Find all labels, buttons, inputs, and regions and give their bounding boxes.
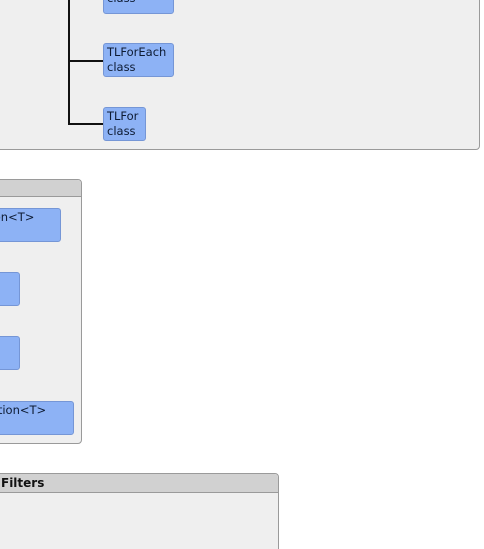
interface-node-label: eration<T> xyxy=(0,403,47,417)
class-node-name: TLFor xyxy=(107,109,139,123)
interface-node-label: on xyxy=(0,274,15,289)
interfaces-panel: ation<T> on on eration<T> xyxy=(0,179,82,444)
panel-header xyxy=(0,180,81,197)
class-node-tlfor[interactable]: TLFor class xyxy=(103,107,146,141)
interface-node[interactable]: ation<T> xyxy=(0,208,61,242)
class-node-tlforeach[interactable]: TLForEach class xyxy=(103,43,174,77)
tree-branch-line xyxy=(68,60,104,62)
filters-panel-title: Filters xyxy=(0,474,278,493)
tree-branch-line xyxy=(68,123,104,125)
interface-node-label: on xyxy=(0,338,15,353)
class-node-kind: class xyxy=(107,0,169,6)
interface-node[interactable]: eration<T> xyxy=(0,401,74,435)
tree-trunk-line xyxy=(68,0,70,125)
filters-panel: Filters xyxy=(0,473,279,549)
class-node-kind: class xyxy=(107,124,136,138)
class-hierarchy-panel: class TLForEach class TLFor class xyxy=(0,0,480,150)
interface-node[interactable]: on xyxy=(0,336,20,370)
class-node-kind: class xyxy=(107,60,136,74)
interface-node[interactable]: on xyxy=(0,272,20,306)
class-node[interactable]: class xyxy=(103,0,174,14)
interface-node-label: ation<T> xyxy=(0,210,35,224)
class-node-name: TLForEach xyxy=(107,45,167,59)
